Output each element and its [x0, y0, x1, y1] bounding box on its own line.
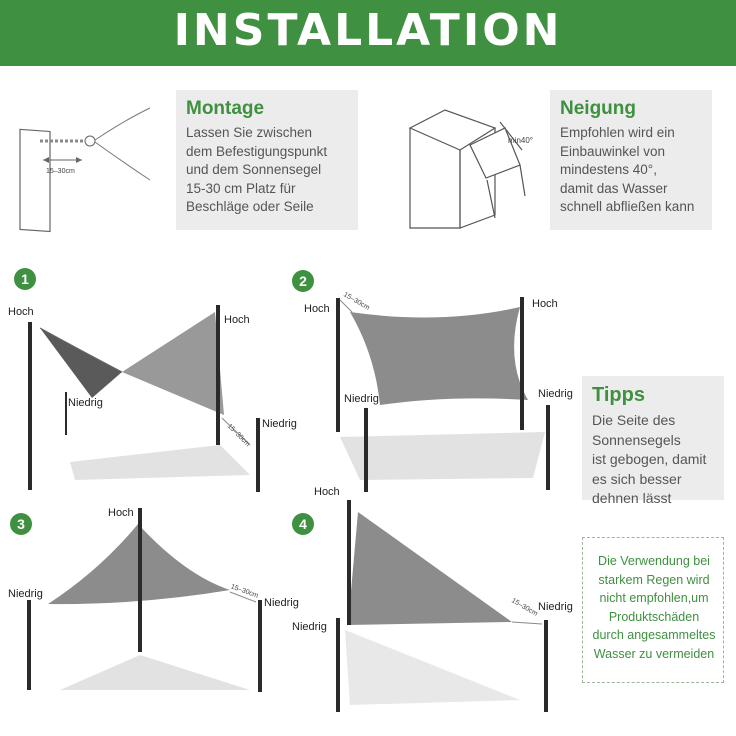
pole-label: Hoch — [532, 298, 558, 310]
montage-illustration — [19, 107, 151, 233]
tipps-line: es sich besser — [592, 470, 682, 487]
neigung-heading: Neigung — [560, 98, 636, 119]
pole-label: Niedrig — [68, 397, 103, 409]
neigung-line: mindestens 40°, — [560, 162, 657, 177]
step2-diagram — [336, 297, 550, 492]
tipps-line: Sonnensegels — [592, 431, 681, 448]
neigung-line: schnell abfließen kann — [560, 199, 695, 214]
tipps-info-box: Tipps Die Seite des Sonnensegels ist geb… — [582, 376, 724, 506]
tipps-line: ist gebogen, damit — [592, 451, 707, 467]
montage-line: und dem Sonnensegel — [186, 162, 322, 177]
step3-diagram — [27, 508, 262, 692]
tipps-line: Die Seite des — [592, 412, 676, 428]
step-number-badge: 4 — [292, 513, 314, 535]
montage-line: Lassen Sie zwischen — [186, 125, 313, 140]
pole-label: Niedrig — [264, 597, 299, 609]
montage-dimension-label: 15–30cm — [46, 168, 75, 175]
page-title: INSTALLATION — [0, 0, 736, 66]
montage-info-box: Montage Lassen Sie zwischen dem Befestig… — [176, 90, 358, 230]
neigung-line: Einbauwinkel von — [560, 143, 666, 159]
step-number-badge: 2 — [292, 270, 314, 292]
pole-label: Niedrig — [344, 393, 379, 405]
step-number-badge: 3 — [10, 513, 32, 535]
pole-label: Niedrig — [8, 588, 43, 600]
neigung-angle-label: min40° — [508, 136, 533, 145]
pole-label: Niedrig — [538, 388, 573, 400]
montage-line: dem Befestigungspunkt — [186, 143, 328, 159]
tipps-line: dehnen lässt — [592, 490, 672, 506]
pole-label: Niedrig — [538, 601, 573, 613]
warning-line: starkem Regen wird — [598, 572, 710, 587]
montage-heading: Montage — [186, 98, 265, 119]
montage-line: Beschläge oder Seile — [186, 199, 314, 214]
warning-line: Produktschäden — [608, 609, 700, 624]
neigung-illustration — [408, 109, 526, 229]
tipps-heading: Tipps — [592, 384, 645, 406]
pole-label: Hoch — [108, 507, 134, 519]
pole-label: Niedrig — [262, 418, 297, 430]
warning-line: nicht empfohlen,um — [599, 591, 709, 605]
neigung-info-box: Neigung Empfohlen wird ein Einbauwinkel … — [550, 90, 712, 230]
pole-label: Hoch — [8, 306, 34, 318]
neigung-line: Empfohlen wird ein — [560, 125, 675, 140]
montage-line: 15-30 cm Platz für — [186, 180, 296, 196]
step1-diagram — [28, 305, 260, 492]
neigung-line: damit das Wasser — [560, 180, 668, 196]
warning-line: Wasser zu vermeiden — [593, 646, 715, 661]
step-number-badge: 1 — [14, 268, 36, 290]
pole-label: Hoch — [304, 303, 330, 315]
pole-label: Hoch — [224, 314, 250, 326]
warning-line: durch angesammeltes — [592, 628, 716, 642]
step4-diagram — [336, 500, 548, 712]
pole-label: Niedrig — [292, 621, 327, 633]
warning-line: Die Verwendung bei — [598, 554, 710, 568]
pole-label: Hoch — [314, 486, 340, 498]
rain-warning-box: Die Verwendung bei starkem Regen wird ni… — [582, 537, 724, 683]
